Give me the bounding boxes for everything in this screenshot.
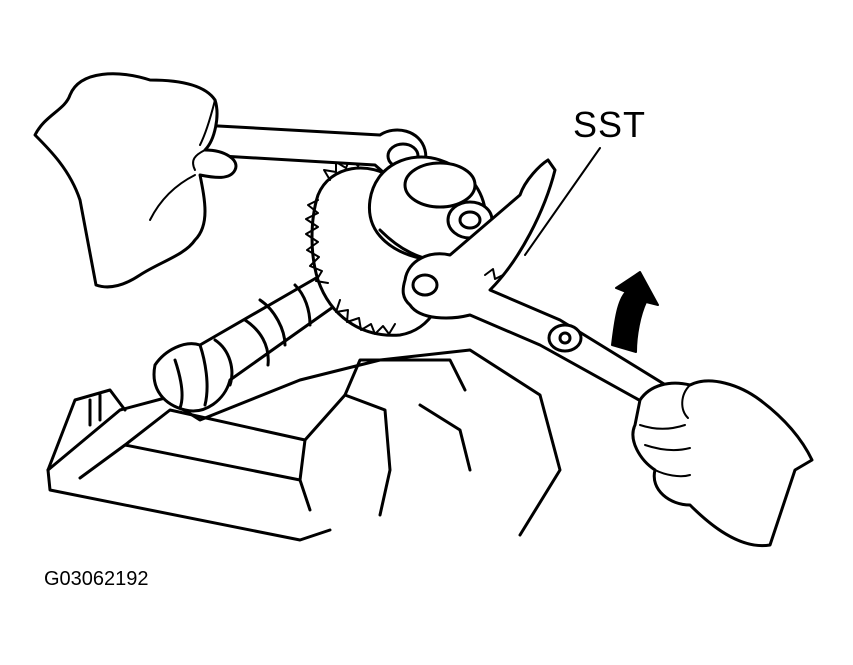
figure-id: G03062192	[44, 568, 149, 590]
gear-bolt	[367, 155, 494, 264]
sst-callout-label: SST	[573, 104, 647, 145]
engine-block	[46, 348, 562, 542]
left-hand	[33, 72, 238, 289]
rotation-arrow-icon	[611, 271, 659, 353]
right-hand	[631, 379, 814, 548]
camshaft	[152, 268, 352, 413]
callout-leader-line	[524, 147, 601, 256]
